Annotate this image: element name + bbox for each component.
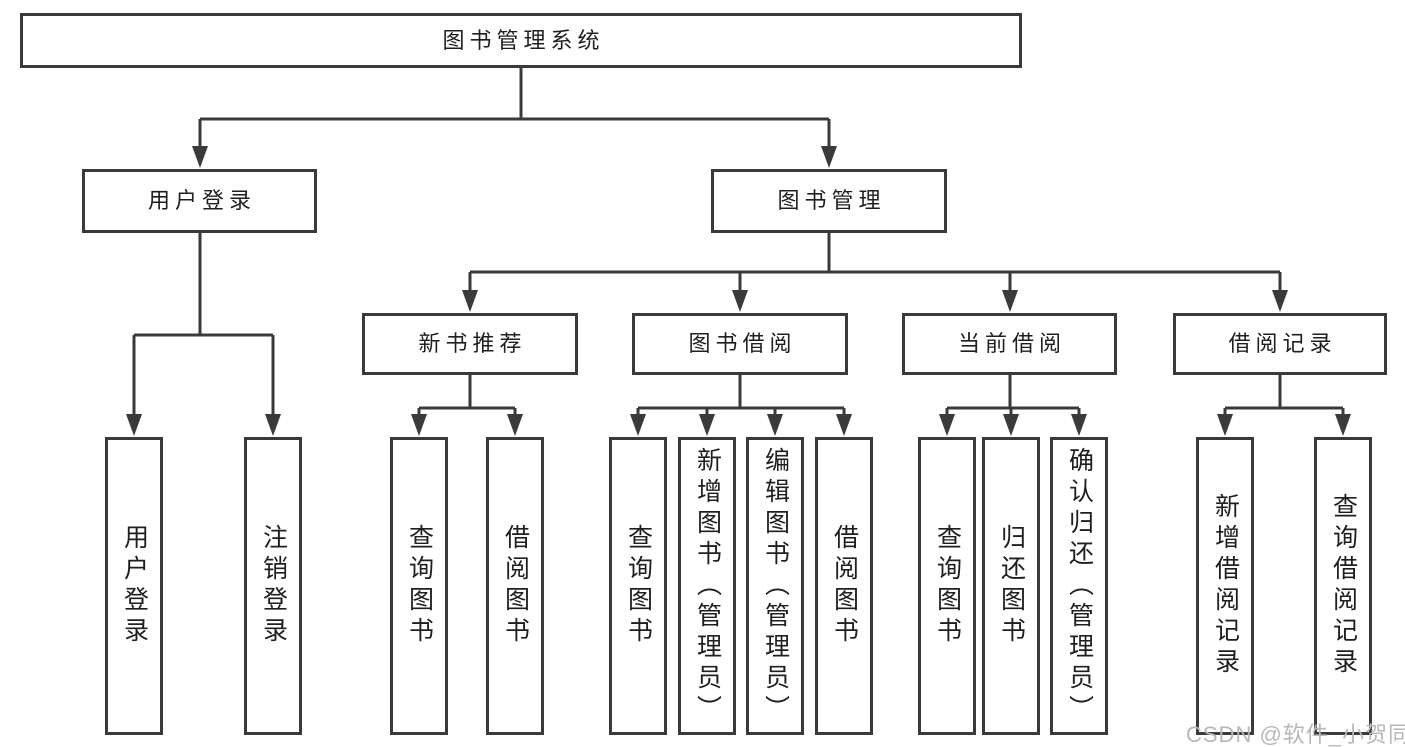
connector-user-login-to-leaves (132, 233, 275, 418)
arrowhead (192, 146, 208, 168)
connector-current-borrow-to-leaves (945, 375, 1081, 418)
connector-new-book-recommend-to-leaves (417, 375, 517, 418)
node-label: 归还图书 (997, 524, 1026, 648)
leaf-query-books-borrow: 查询图书 (609, 437, 667, 735)
node-label: 当前借阅 (957, 331, 1066, 356)
node-label: 图书管理 (777, 188, 886, 213)
csdn-watermark: CSDN @软件_小贺同学 (1186, 722, 1405, 747)
leaf-query-books-recommend: 查询图书 (390, 437, 448, 735)
node-new-book-recommend: 新书推荐 (362, 313, 578, 375)
leaf-return-books: 归还图书 (982, 437, 1040, 735)
connector-root-to-level2 (198, 68, 831, 150)
node-library-management-system: 图书管理系统 (20, 13, 1022, 68)
arrowhead (699, 414, 715, 436)
arrowhead (732, 290, 748, 312)
leaf-query-borrow-record: 查询借阅记录 (1314, 437, 1372, 735)
leaf-edit-book-admin: 编辑图书（管理员） (746, 437, 804, 735)
node-label: 新书推荐 (418, 331, 527, 356)
arrowhead (1217, 414, 1233, 436)
arrowhead (767, 414, 783, 436)
arrowhead (1002, 290, 1018, 312)
arrowhead (1003, 414, 1019, 436)
node-label: 借阅图书 (501, 524, 530, 648)
node-book-management: 图书管理 (711, 169, 947, 233)
node-label: 图书借阅 (688, 331, 797, 356)
node-label: 用户登录 (147, 188, 256, 213)
arrowhead (265, 414, 281, 436)
connector-book-borrow-to-leaves (636, 375, 846, 418)
node-label: 确认归还（管理员） (1065, 446, 1094, 726)
node-borrow-records: 借阅记录 (1173, 313, 1387, 375)
node-label: 注销登录 (259, 524, 288, 648)
node-label: 查询图书 (624, 524, 653, 648)
node-label: 新增借阅记录 (1211, 493, 1240, 679)
leaf-borrow-books-recommend: 借阅图书 (486, 437, 544, 735)
arrowhead (507, 414, 523, 436)
arrowhead (462, 290, 478, 312)
leaf-confirm-return-admin: 确认归还（管理员） (1050, 437, 1108, 735)
node-current-borrow: 当前借阅 (902, 313, 1117, 375)
node-label: 查询借阅记录 (1329, 493, 1358, 679)
arrowhead (1335, 414, 1351, 436)
node-book-borrow: 图书借阅 (632, 313, 848, 375)
node-label: 借阅记录 (1228, 331, 1337, 356)
arrowhead (1071, 414, 1087, 436)
arrowhead (939, 414, 955, 436)
node-user-login: 用户登录 (82, 169, 317, 233)
node-label: 借阅图书 (830, 524, 859, 648)
leaf-user-login: 用户登录 (105, 437, 163, 735)
node-label: 用户登录 (120, 524, 149, 648)
arrowhead (821, 146, 837, 168)
node-label: 查询图书 (405, 524, 434, 648)
arrowhead (126, 414, 142, 436)
leaf-add-book-admin: 新增图书（管理员） (678, 437, 736, 735)
arrowhead (1272, 290, 1288, 312)
leaf-borrow-books: 借阅图书 (815, 437, 873, 735)
node-label: 查询图书 (933, 524, 962, 648)
arrowhead (630, 414, 646, 436)
leaf-add-borrow-record: 新增借阅记录 (1196, 437, 1254, 735)
arrowhead (411, 414, 427, 436)
connector-borrow-records-to-leaves (1223, 375, 1345, 418)
node-label: 新增图书（管理员） (693, 446, 722, 726)
leaf-logout: 注销登录 (244, 437, 302, 735)
leaf-query-books-current: 查询图书 (918, 437, 976, 735)
arrowhead (836, 414, 852, 436)
node-label: 编辑图书（管理员） (761, 446, 790, 726)
connector-book-management-to-level3 (468, 233, 1282, 295)
node-label: 图书管理系统 (442, 27, 605, 53)
